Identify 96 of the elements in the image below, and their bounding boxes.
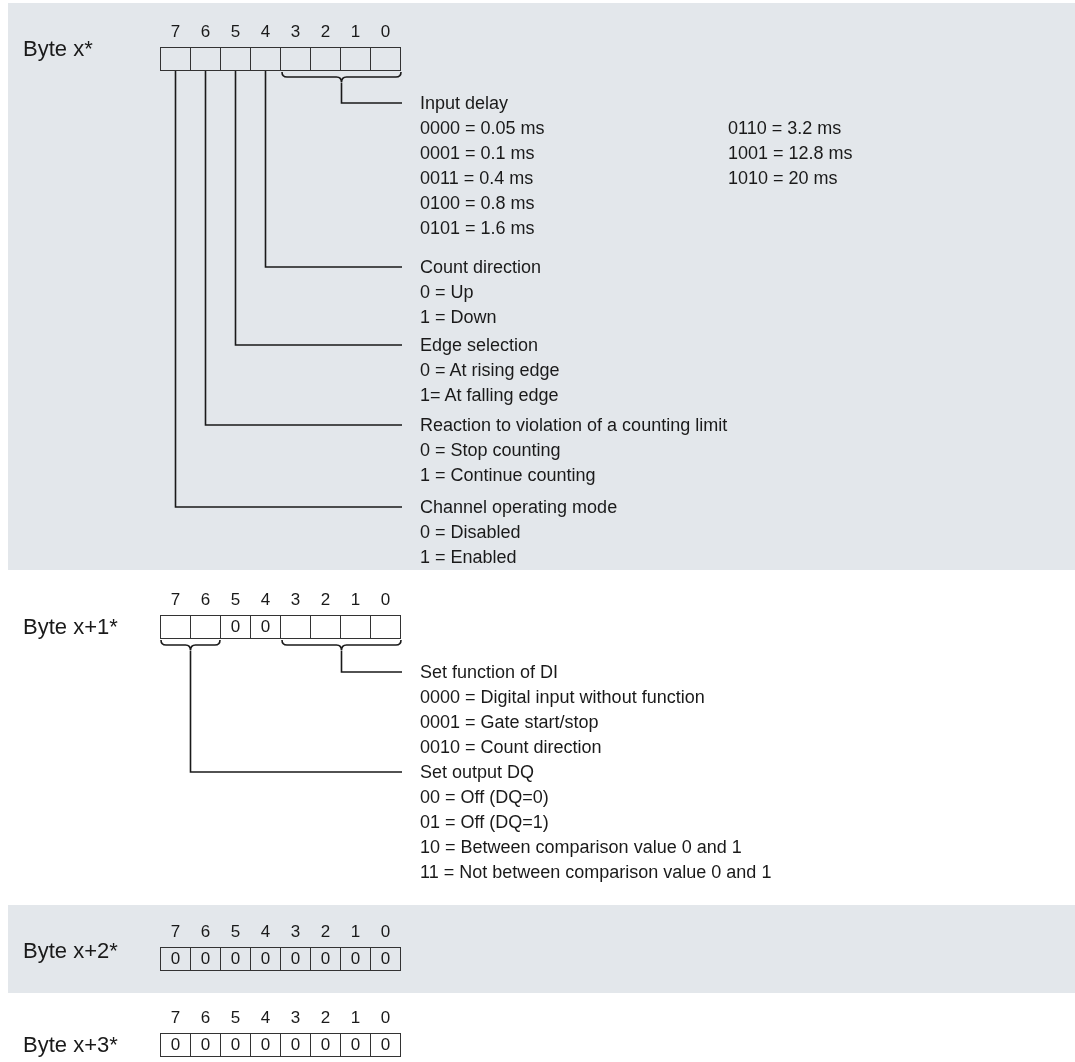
curly-brace — [281, 640, 402, 651]
leader-line — [340, 650, 403, 673]
bit-number: 7 — [169, 921, 182, 943]
byte-label: Byte x* — [23, 36, 93, 62]
bit-number: 2 — [319, 921, 332, 943]
bit-number: 2 — [319, 589, 332, 611]
bit-number: 4 — [259, 21, 272, 43]
bit-number: 4 — [259, 589, 272, 611]
value-line: 1001 = 12.8 ms — [728, 141, 853, 165]
value-line: 0 = Up — [420, 280, 474, 304]
bit-cell: 0 — [220, 1033, 251, 1057]
bit-number: 7 — [169, 1007, 182, 1029]
leader-line — [340, 82, 403, 104]
leader-line — [264, 70, 403, 268]
bit-number: 6 — [199, 1007, 212, 1029]
value-line: 0101 = 1.6 ms — [420, 216, 535, 240]
bit-number: 2 — [319, 1007, 332, 1029]
bit-number: 1 — [349, 589, 362, 611]
bit-cell: 0 — [160, 1033, 191, 1057]
value-line: 00 = Off (DQ=0) — [420, 785, 549, 809]
value-line: 0 = Disabled — [420, 520, 521, 544]
bit-number: 3 — [289, 589, 302, 611]
value-line: 0000 = Digital input without function — [420, 685, 705, 709]
bit-cell: 0 — [220, 947, 251, 971]
value-line: 1 = Down — [420, 305, 497, 329]
field-heading: Reaction to violation of a counting limit — [420, 413, 728, 437]
bit-number: 6 — [199, 21, 212, 43]
bit-cell: 0 — [190, 1033, 221, 1057]
bit-number: 7 — [169, 589, 182, 611]
bit-number: 5 — [229, 589, 242, 611]
value-line: 0100 = 0.8 ms — [420, 191, 535, 215]
bit-number: 0 — [379, 1007, 392, 1029]
value-line: 0011 = 0.4 ms — [420, 166, 534, 190]
bit-cell: 0 — [190, 947, 221, 971]
bit-cell: 0 — [310, 1033, 341, 1057]
field-heading: Set output DQ — [420, 760, 535, 784]
leader-line — [174, 70, 403, 508]
field-heading: Count direction — [420, 255, 542, 279]
bit-number: 3 — [289, 21, 302, 43]
bit-number: 2 — [319, 21, 332, 43]
value-line: 1010 = 20 ms — [728, 166, 838, 190]
field-heading: Set function of DI — [420, 660, 559, 684]
leader-line — [234, 70, 403, 346]
bit-number: 0 — [379, 21, 392, 43]
bit-number: 3 — [289, 921, 302, 943]
field-heading: Input delay — [420, 91, 509, 115]
byte-label: Byte x+2* — [23, 938, 118, 964]
value-line: 0 = Stop counting — [420, 438, 561, 462]
bit-number: 4 — [259, 921, 272, 943]
bit-number: 1 — [349, 21, 362, 43]
bit-number: 5 — [229, 1007, 242, 1029]
byte-label: Byte x+1* — [23, 614, 118, 640]
bit-cell: 0 — [310, 947, 341, 971]
leader-line — [189, 650, 403, 773]
section-band — [8, 905, 1075, 993]
bit-number: 6 — [199, 589, 212, 611]
value-line: 1 = Enabled — [420, 545, 517, 569]
bit-cell: 0 — [340, 1033, 371, 1057]
field-heading: Channel operating mode — [420, 495, 618, 519]
bit-cell: 0 — [370, 1033, 401, 1057]
bit-cell: 0 — [340, 947, 371, 971]
bit-cell: 0 — [250, 947, 281, 971]
bit-number: 7 — [169, 21, 182, 43]
leader-line — [204, 70, 403, 426]
bit-cell: 0 — [220, 615, 251, 639]
value-line: 0 = At rising edge — [420, 358, 560, 382]
byte-label: Byte x+3* — [23, 1032, 118, 1058]
value-line: 1= At falling edge — [420, 383, 559, 407]
value-line: 0000 = 0.05 ms — [420, 116, 545, 140]
bit-cell: 0 — [160, 947, 191, 971]
bit-cell: 0 — [280, 1033, 311, 1057]
curly-brace — [160, 640, 221, 651]
curly-brace — [281, 72, 402, 83]
bit-number: 1 — [349, 1007, 362, 1029]
value-line: 01 = Off (DQ=1) — [420, 810, 549, 834]
value-line: 0001 = 0.1 ms — [420, 141, 535, 165]
bit-cell: 0 — [370, 947, 401, 971]
value-line: 0010 = Count direction — [420, 735, 602, 759]
value-line: 1 = Continue counting — [420, 463, 596, 487]
bit-cell: 0 — [280, 947, 311, 971]
bit-cell: 0 — [250, 615, 281, 639]
value-line: 10 = Between comparison value 0 and 1 — [420, 835, 742, 859]
bit-number: 5 — [229, 921, 242, 943]
bit-cell: 0 — [250, 1033, 281, 1057]
bit-number: 6 — [199, 921, 212, 943]
field-heading: Edge selection — [420, 333, 539, 357]
value-line: 11 = Not between comparison value 0 and 1 — [420, 860, 772, 884]
bit-number: 4 — [259, 1007, 272, 1029]
value-line: 0001 = Gate start/stop — [420, 710, 599, 734]
bit-number: 5 — [229, 21, 242, 43]
bit-number: 0 — [379, 921, 392, 943]
bit-number: 0 — [379, 589, 392, 611]
value-line: 0110 = 3.2 ms — [728, 116, 842, 140]
bit-number: 3 — [289, 1007, 302, 1029]
bit-number: 1 — [349, 921, 362, 943]
section-band — [8, 3, 1075, 570]
